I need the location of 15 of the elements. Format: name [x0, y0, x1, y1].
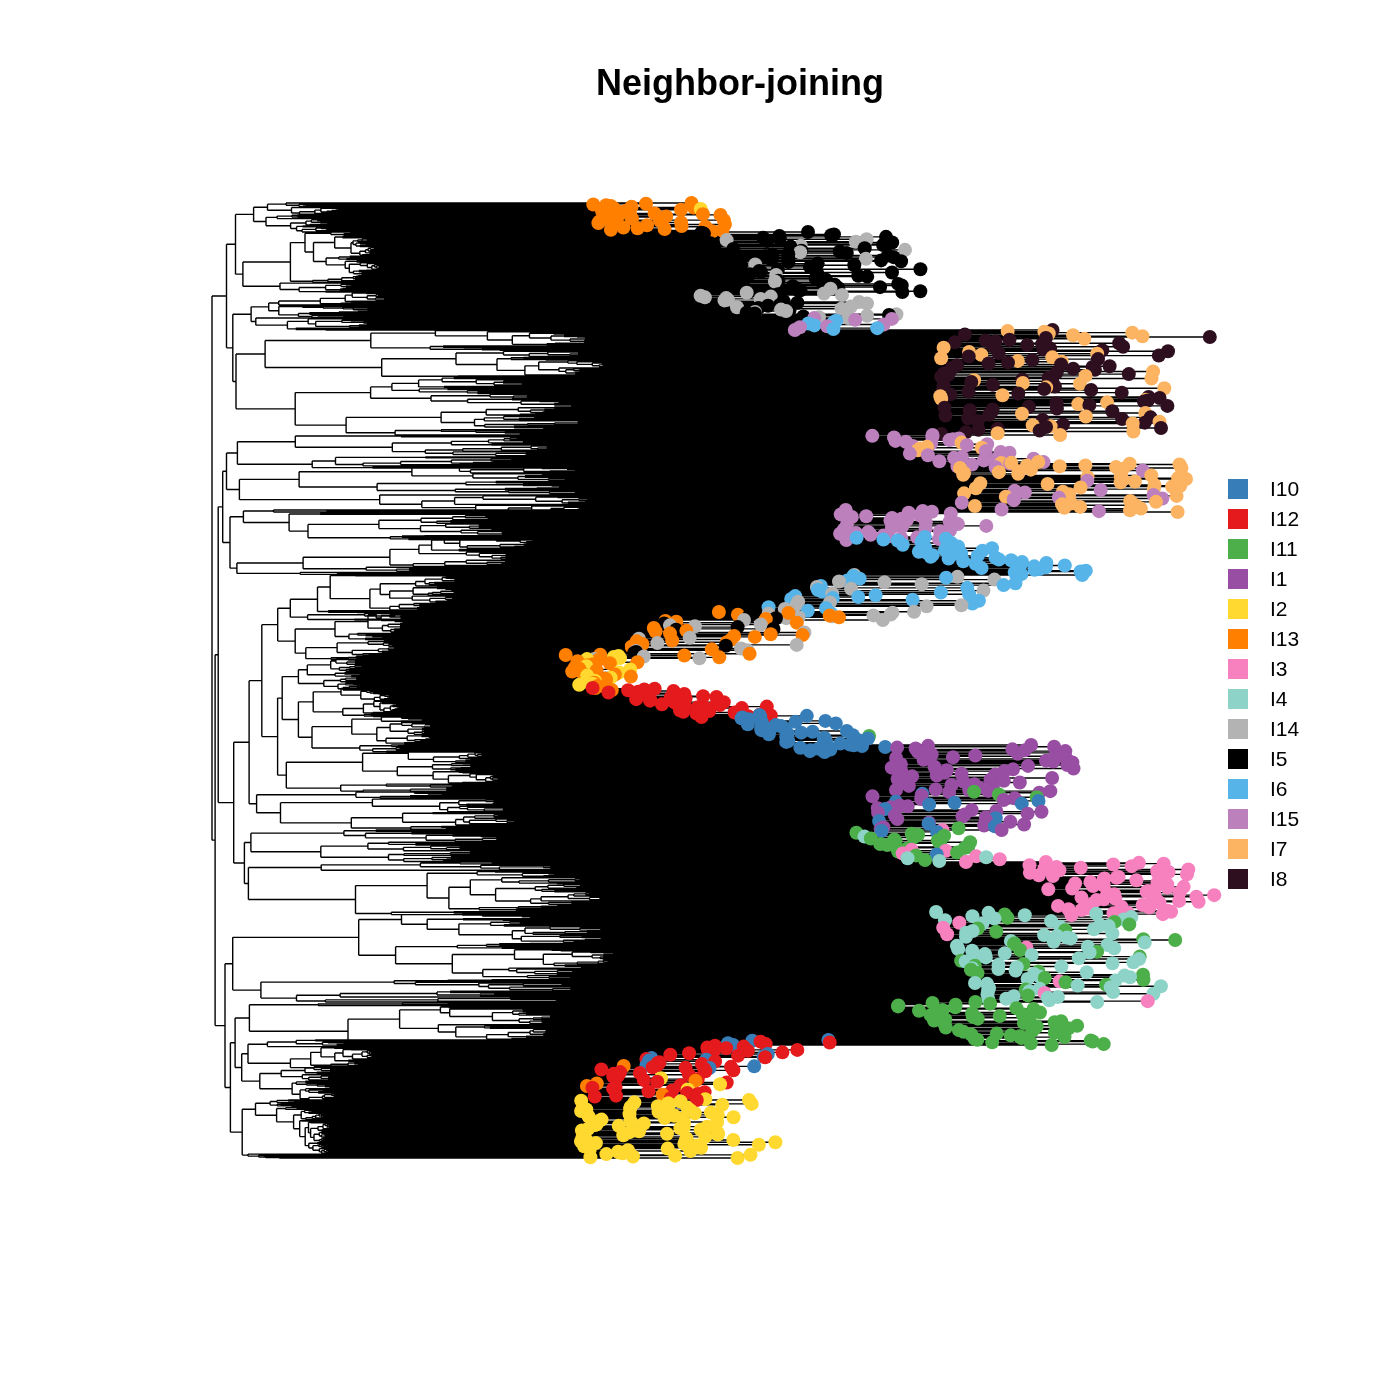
legend-label: I14 — [1270, 717, 1300, 741]
legend-label: I7 — [1270, 837, 1288, 861]
legend-label: I1 — [1270, 567, 1288, 591]
legend-label: I5 — [1270, 747, 1288, 771]
legend-label: I12 — [1270, 507, 1300, 531]
legend-label: I15 — [1270, 807, 1300, 831]
legend-label: I2 — [1270, 597, 1288, 621]
legend-label: I13 — [1270, 627, 1300, 651]
legend-label: I3 — [1270, 657, 1288, 681]
legend-label: I6 — [1270, 777, 1288, 801]
legend-label: I10 — [1270, 477, 1300, 501]
chart-title: Neighbor-joining — [596, 62, 884, 104]
legend-label: I8 — [1270, 867, 1288, 891]
legend-label: I11 — [1270, 537, 1298, 561]
legend-label: I4 — [1270, 687, 1288, 711]
